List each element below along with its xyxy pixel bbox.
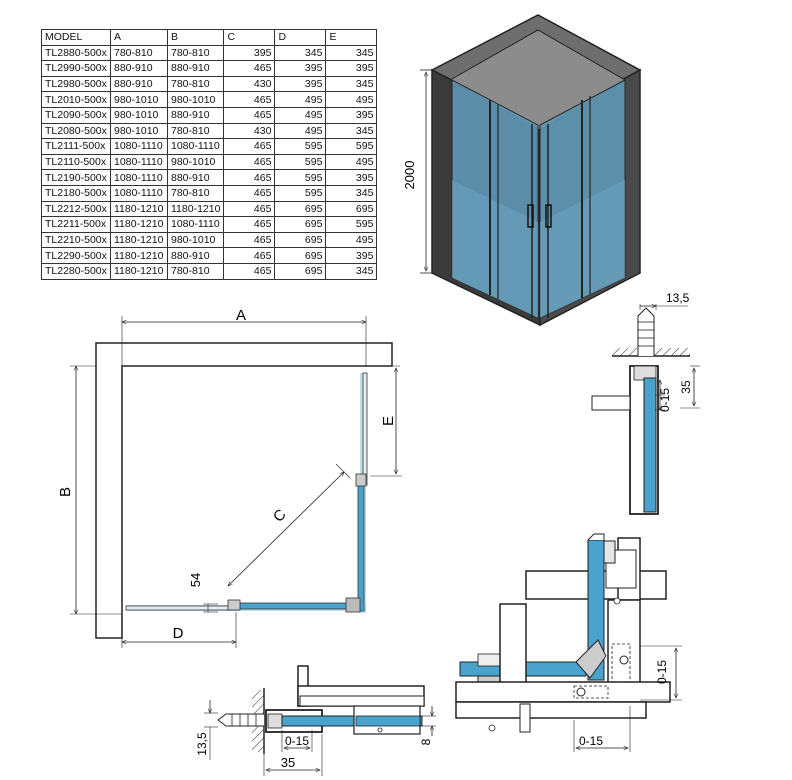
plan-walls xyxy=(95,342,393,639)
corner-dim-adjust-horizontal: 0-15 xyxy=(579,734,603,748)
table-cell: 395 xyxy=(325,60,378,77)
table-cell: 595 xyxy=(274,169,327,186)
plan-glass-bottom xyxy=(235,602,357,610)
wall-bottom-dim-adjust: 0-15 xyxy=(285,734,309,748)
table-cell: 395 xyxy=(274,75,327,93)
table-cell: 465 xyxy=(223,153,276,171)
plan-label-b: B xyxy=(57,487,74,497)
table-cell: TL2290-500x xyxy=(41,247,111,264)
plan-view: A B E C D 54 xyxy=(57,307,402,648)
iso-handle-right xyxy=(545,204,552,228)
wall-profile-top: 13,5 0-15 35 xyxy=(591,291,700,515)
table-cell: 345 xyxy=(325,262,378,280)
wall-top-dim-width: 13,5 xyxy=(666,291,690,305)
table-cell: 980-1010 xyxy=(110,122,168,140)
table-cell: 395 xyxy=(223,44,276,62)
table-cell: 595 xyxy=(274,184,327,202)
table-cell: 1180-1210 xyxy=(110,262,168,280)
iso-view: 2000 xyxy=(402,14,642,327)
plan-label-a: A xyxy=(236,307,246,324)
table-cell: TL2210-500x xyxy=(41,231,111,249)
table-cell: 395 xyxy=(325,247,378,264)
table-cell: 1180-1210 xyxy=(110,216,168,233)
iso-handle-left xyxy=(527,204,534,228)
table-cell: 880-910 xyxy=(166,247,225,264)
table-cell: 780-810 xyxy=(166,184,225,202)
table-cell: 695 xyxy=(274,231,327,249)
table-cell: 495 xyxy=(274,122,327,140)
table-cell: 465 xyxy=(223,138,276,155)
table-cell: 780-810 xyxy=(166,44,225,62)
table-cell: 980-1010 xyxy=(166,91,225,108)
wall-bottom-dim-width: 35 xyxy=(281,755,295,770)
table-cell: 1080-1110 xyxy=(110,153,168,171)
table-cell: 780-810 xyxy=(166,262,225,280)
table-cell: 1080-1110 xyxy=(110,169,168,186)
plan-label-d: D xyxy=(173,625,184,642)
table-cell: TL2980-500x xyxy=(41,75,111,93)
wall-bottom-dim-glass: 8 xyxy=(419,738,433,745)
table-cell: TL2180-500x xyxy=(41,184,111,202)
table-cell: 465 xyxy=(223,262,276,280)
table-cell: 495 xyxy=(325,153,378,171)
table-cell: 780-810 xyxy=(166,122,225,140)
plan-label-54: 54 xyxy=(188,573,203,587)
plan-label-c: C xyxy=(270,506,290,526)
iso-height-label: 2000 xyxy=(402,161,417,190)
table-cell: 465 xyxy=(223,184,276,202)
corner-dim-adjust-vertical: 0-15 xyxy=(655,660,669,684)
table-cell: 495 xyxy=(325,231,378,249)
table-cell: 595 xyxy=(274,153,327,171)
table-cell: 1080-1110 xyxy=(110,138,168,155)
corner-detail: 0-15 0-15 xyxy=(455,533,682,752)
table-cell: TL2990-500x xyxy=(41,60,111,77)
table-cell: 345 xyxy=(325,44,378,62)
wall-top-dim-adjust: 0-15 xyxy=(658,388,672,412)
table-cell: 880-910 xyxy=(110,60,168,77)
plan-glass-right xyxy=(357,482,365,612)
wall-top-glass xyxy=(643,377,657,513)
wall-profile-bottom: 13,5 8 0-15 35 xyxy=(195,665,436,776)
plan-label-e: E xyxy=(380,416,397,426)
wall-bottom-glass xyxy=(281,715,423,727)
table-cell: 880-910 xyxy=(166,169,225,186)
table-cell: 1080-1110 xyxy=(110,184,168,202)
wall-top-dim-height: 35 xyxy=(679,380,693,394)
table-cell: TL2212-500x xyxy=(41,200,111,218)
wall-bottom-dim-height: 13,5 xyxy=(195,732,209,756)
